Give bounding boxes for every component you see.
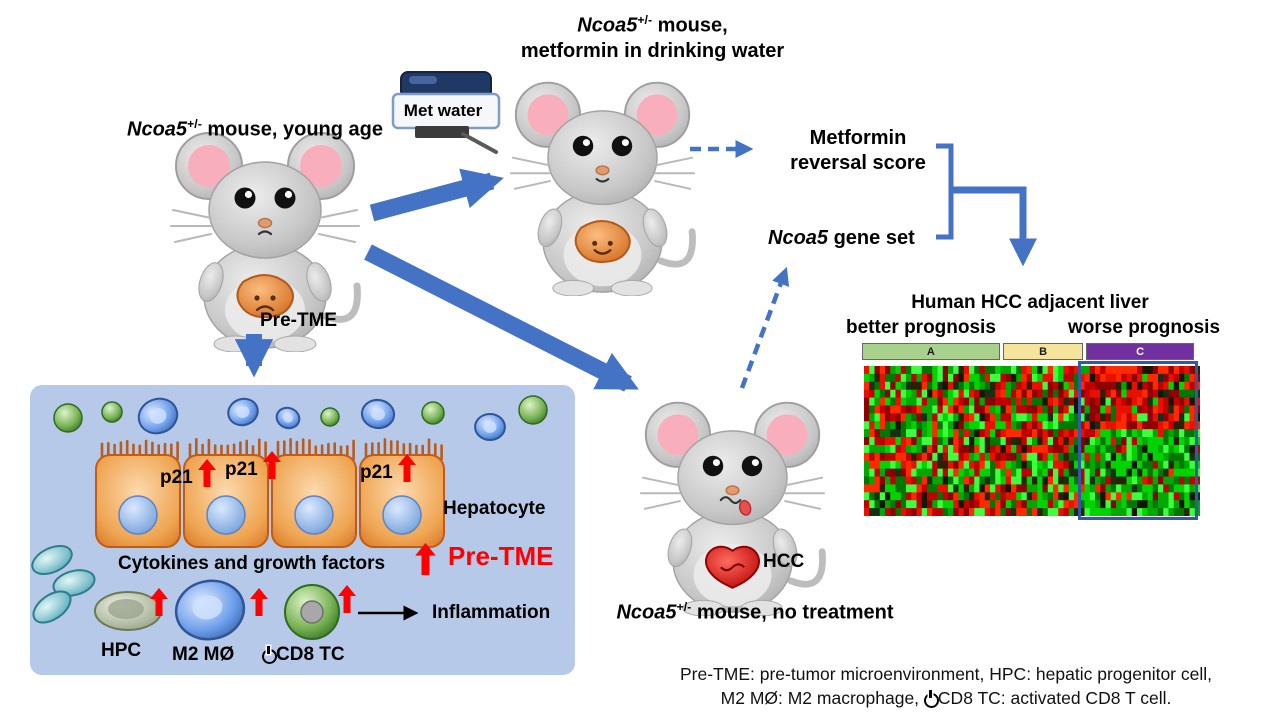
power-icon [923, 690, 939, 708]
gene-name: Ncoa5 [577, 14, 638, 37]
group-bar-a: A [862, 343, 1000, 360]
power-icon [262, 646, 277, 664]
up-arrow-icon [398, 454, 416, 482]
footnote-line2a: M2 MØ: M2 macrophage, [720, 688, 924, 708]
tme-cells-graphic [31, 395, 548, 641]
arrow-young-to-metformin [369, 168, 504, 222]
p21-label-1: p21 [160, 467, 193, 488]
bottom-mouse-label: Ncoa5+/- mouse, no treatment [600, 595, 910, 626]
no-treatment-mouse-illustration [635, 390, 830, 617]
cd8-label-text: CD8 TC [276, 644, 345, 665]
hcc-label: HCC [763, 551, 805, 572]
bottom-mouse-label-rest: mouse, no treatment [691, 601, 894, 624]
m2-label: M2 MØ [172, 644, 235, 665]
group-bar-b: B [1002, 343, 1084, 360]
p21-label-2: p21 [225, 459, 258, 480]
top-mouse-label: Ncoa5+/- mouse, metformin in drinking wa… [455, 8, 850, 64]
gene-name: Ncoa5 [127, 118, 188, 141]
metformin-line2: reversal score [790, 152, 926, 174]
up-arrow-icon [198, 459, 216, 487]
top-mouse-label-line2: metformin in drinking water [520, 39, 785, 62]
bottle-spout [461, 132, 498, 154]
heatmap-title: Human HCC adjacent liver [911, 292, 1149, 313]
gene-set-label: Ncoa5 gene set [768, 226, 915, 251]
up-arrow-icon [415, 543, 436, 575]
better-prognosis-label: better prognosis [846, 317, 996, 338]
footnote-line2b: CD8 TC: activated CD8 T cell. [937, 688, 1172, 708]
mouse-drawing [509, 81, 696, 297]
left-mouse-label: Ncoa5+/- mouse, young age [110, 112, 400, 143]
worse-prognosis-label: worse prognosis [1068, 317, 1221, 338]
inflammation-label: Inflammation [432, 602, 551, 623]
gene-sup: +/- [676, 600, 692, 614]
worse-prognosis-highlight-box [1078, 361, 1198, 520]
left-mouse-label-rest: mouse, young age [201, 118, 383, 141]
gene-name: Ncoa5 [616, 601, 677, 624]
bottle-lid-highlight [409, 76, 437, 84]
mouse-drawing [639, 401, 826, 617]
gene-sup: +/- [187, 117, 202, 131]
up-arrow-icon [338, 585, 356, 613]
p21-label-3: p21 [360, 462, 393, 483]
dashed-arrow-to-gene-set [739, 266, 790, 389]
top-mouse-label-rest: mouse, [652, 14, 728, 37]
group-bar-c: C [1086, 343, 1194, 360]
up-arrow-icon [150, 588, 168, 616]
hpc-label: HPC [101, 640, 142, 661]
cd8-label: CD8 TC [262, 643, 345, 666]
bottle-base [415, 126, 469, 138]
up-arrow-icon [250, 588, 268, 616]
pre-tme-tag: Pre-TME [260, 310, 338, 331]
pre-tme-red-label: Pre-TME [448, 541, 554, 571]
gene-sup: +/- [637, 13, 653, 27]
metformin-score-label: Metformin reversal score [772, 126, 944, 176]
water-bottle-icon [391, 71, 501, 154]
arrow-to-heatmap [951, 186, 1037, 267]
footnote-line1: Pre-TME: pre-tumor microenvironment, HPC… [680, 664, 1212, 684]
met-water-label: Met water [403, 101, 483, 120]
hepatocyte-label: Hepatocyte [443, 498, 546, 519]
cytokines-label: Cytokines and growth factors [118, 553, 386, 574]
gene-set-rest: gene set [828, 227, 915, 249]
footnote-line2: M2 MØ: M2 macrophage, CD8 TC: activated … [640, 686, 1252, 710]
up-arrow-icon [263, 451, 281, 479]
expression-heatmap [864, 366, 1200, 516]
metformin-line1: Metformin [809, 127, 907, 149]
prognosis-group-bar: A B C [862, 343, 1198, 360]
metformin-mouse-illustration [505, 70, 700, 297]
gene-name: Ncoa5 [768, 227, 829, 249]
footnote: Pre-TME: pre-tumor microenvironment, HPC… [640, 662, 1252, 710]
